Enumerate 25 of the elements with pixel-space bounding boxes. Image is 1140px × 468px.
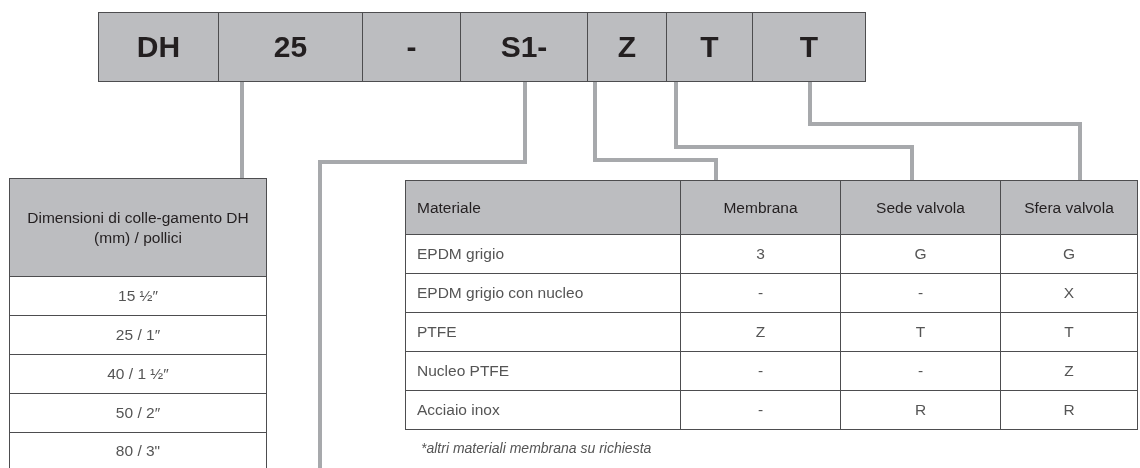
- code-segment: S1-: [460, 12, 588, 82]
- code-segment: -: [362, 12, 461, 82]
- table-cell: 25 / 1″: [9, 315, 267, 355]
- leader-line: [240, 82, 244, 178]
- leader-line: [318, 82, 527, 468]
- table-cell: 40 / 1 ½″: [9, 354, 267, 394]
- code-segment: T: [752, 12, 866, 82]
- table-header-cell: Sede valvola: [840, 180, 1001, 235]
- code-segment: DH: [98, 12, 219, 82]
- code-segment: Z: [587, 12, 667, 82]
- table-header-cell: Dimensioni di colle-gamento DH (mm) / pollici: [9, 178, 267, 277]
- table-cell: 80 / 3": [9, 432, 267, 468]
- table-cell: 15 ½″: [9, 276, 267, 316]
- code-segment: T: [666, 12, 753, 82]
- table-header-cell: Membrana: [680, 180, 841, 235]
- leader-line: [674, 82, 914, 180]
- leader-line: [593, 82, 718, 180]
- footnote: *altri materiali membrana su richiesta: [421, 440, 652, 456]
- table-cell: Acciaio inox: [405, 390, 681, 430]
- code-segment: 25: [218, 12, 363, 82]
- table-header-cell: Materiale: [405, 180, 681, 235]
- table-cell: R: [1000, 390, 1138, 430]
- leader-line: [808, 82, 1082, 180]
- table-header-cell: Sfera valvola: [1000, 180, 1138, 235]
- table-cell: 50 / 2″: [9, 393, 267, 433]
